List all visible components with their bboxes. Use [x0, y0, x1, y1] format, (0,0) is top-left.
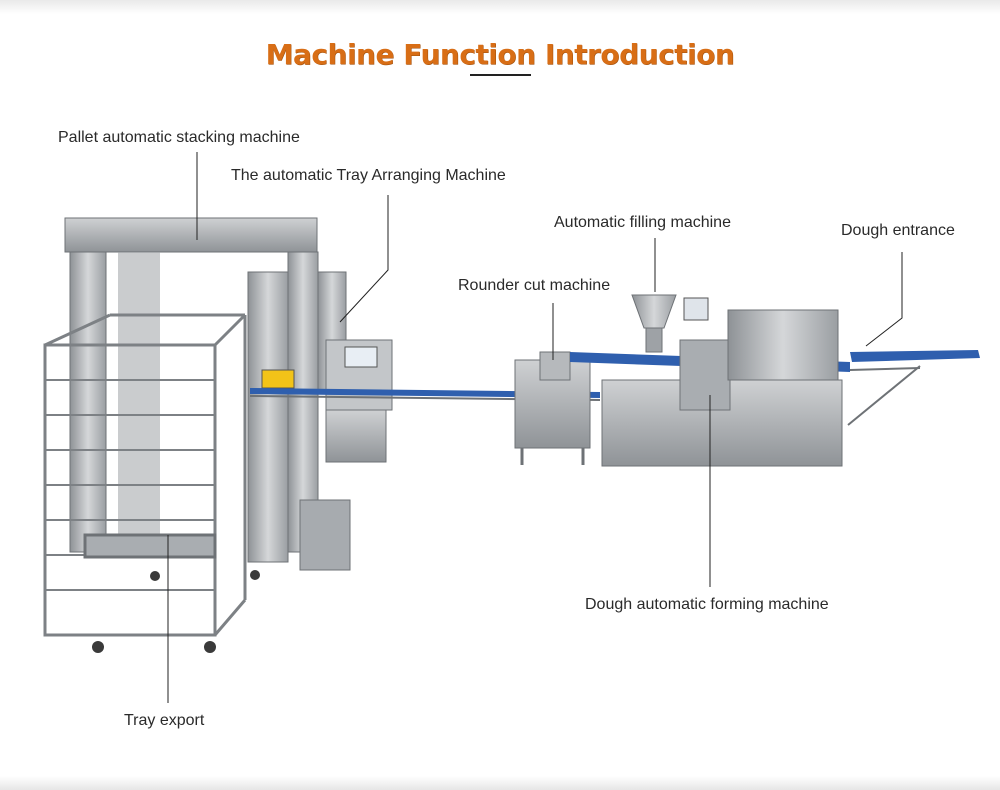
- tray-rack: [43, 313, 247, 637]
- title-underline: [470, 74, 531, 76]
- label-forming: Dough automatic forming machine: [585, 596, 829, 613]
- dough-entrance-conveyor: [847, 350, 980, 426]
- label-tray-export: Tray export: [124, 712, 205, 729]
- leader-dough-entrance: [865, 252, 903, 347]
- tray-arranging-machine: [317, 271, 393, 463]
- leader-lines: [167, 152, 903, 703]
- label-rounder-cut: Rounder cut machine: [458, 277, 611, 294]
- top-shadow-band: [0, 0, 1000, 14]
- pallet-stacking-machine: [64, 217, 351, 571]
- bottom-shadow-band: [0, 776, 1000, 790]
- label-tray-arranging: The automatic Tray Arranging Machine: [231, 167, 506, 184]
- leader-tray-arranging: [339, 195, 389, 323]
- label-filling: Automatic filling machine: [554, 214, 731, 231]
- label-dough-entrance: Dough entrance: [841, 222, 955, 239]
- dough-forming-machine: [570, 297, 850, 467]
- page-title: Machine Function Introduction: [265, 38, 735, 71]
- filling-hopper: [631, 294, 677, 353]
- rack-wheels: [92, 570, 260, 653]
- label-pallet-stacking: Pallet automatic stacking machine: [58, 129, 300, 146]
- rounder-cut-machine: [514, 351, 591, 465]
